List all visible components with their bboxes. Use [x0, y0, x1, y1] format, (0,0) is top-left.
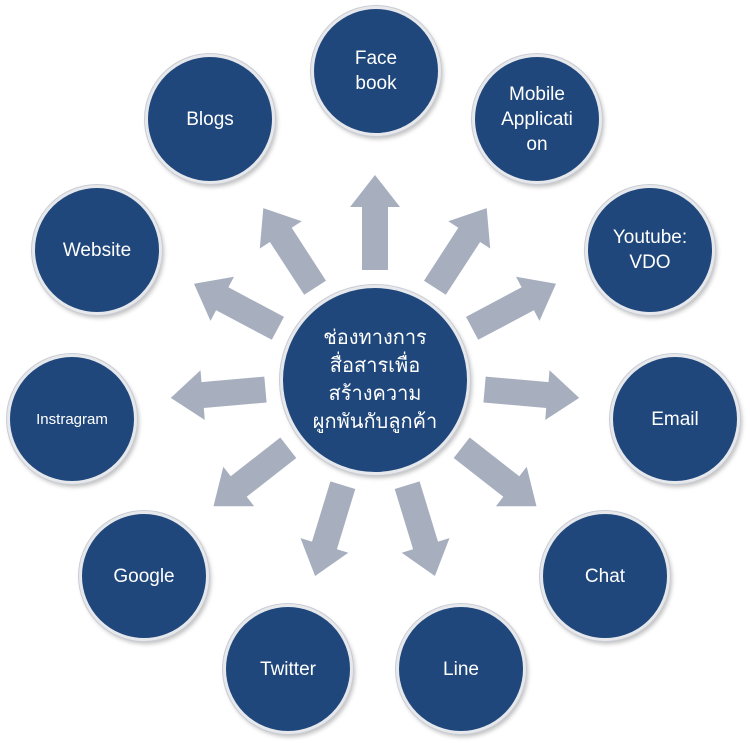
node-twitter: Twitter	[223, 604, 353, 734]
node-instragram: Instragram	[7, 354, 137, 484]
node-google-label: Google	[113, 565, 175, 587]
arrow-to-instragram	[170, 370, 267, 420]
node-facebook-label: Face book	[354, 48, 398, 94]
node-google: Google	[79, 511, 209, 641]
node-youtube-vdo-label: Youtube: VDO	[612, 227, 688, 273]
arrow-to-chat	[453, 437, 537, 507]
center-node-label: ช่องทางการ สื่อสารเพื่อ สร้างความ ผูกพัน…	[312, 327, 438, 433]
arrow-to-line	[394, 481, 450, 576]
node-blogs: Blogs	[145, 54, 275, 184]
node-email-label: Email	[651, 408, 699, 430]
node-mobile-application-label: Mobile Applicati on	[501, 83, 573, 155]
arrow-to-mobile-application	[424, 208, 491, 295]
node-chat-label: Chat	[584, 565, 626, 587]
node-email: Email	[610, 354, 740, 484]
arrow-to-blogs	[259, 208, 326, 295]
node-facebook: Face book	[311, 6, 441, 136]
node-line: Line	[396, 604, 526, 734]
arrow-to-facebook	[350, 175, 400, 270]
node-twitter-label: Twitter	[260, 658, 316, 680]
node-youtube-vdo: Youtube: VDO	[585, 185, 715, 315]
node-website: Website	[32, 185, 162, 315]
node-mobile-application: Mobile Applicati on	[472, 54, 602, 184]
arrow-to-twitter	[300, 481, 356, 576]
node-instragram-label: Instragram	[36, 410, 108, 428]
node-blogs-label: Blogs	[186, 108, 234, 130]
node-website-label: Website	[62, 239, 132, 261]
node-line-label: Line	[443, 658, 479, 680]
arrow-to-google	[213, 437, 297, 507]
center-node: ช่องทางการ สื่อสารเพื่อ สร้างความ ผูกพัน…	[280, 285, 470, 475]
arrow-to-email	[483, 370, 580, 420]
arrow-to-youtube-vdo	[466, 276, 556, 340]
arrow-to-website	[194, 276, 284, 340]
node-chat: Chat	[540, 511, 670, 641]
